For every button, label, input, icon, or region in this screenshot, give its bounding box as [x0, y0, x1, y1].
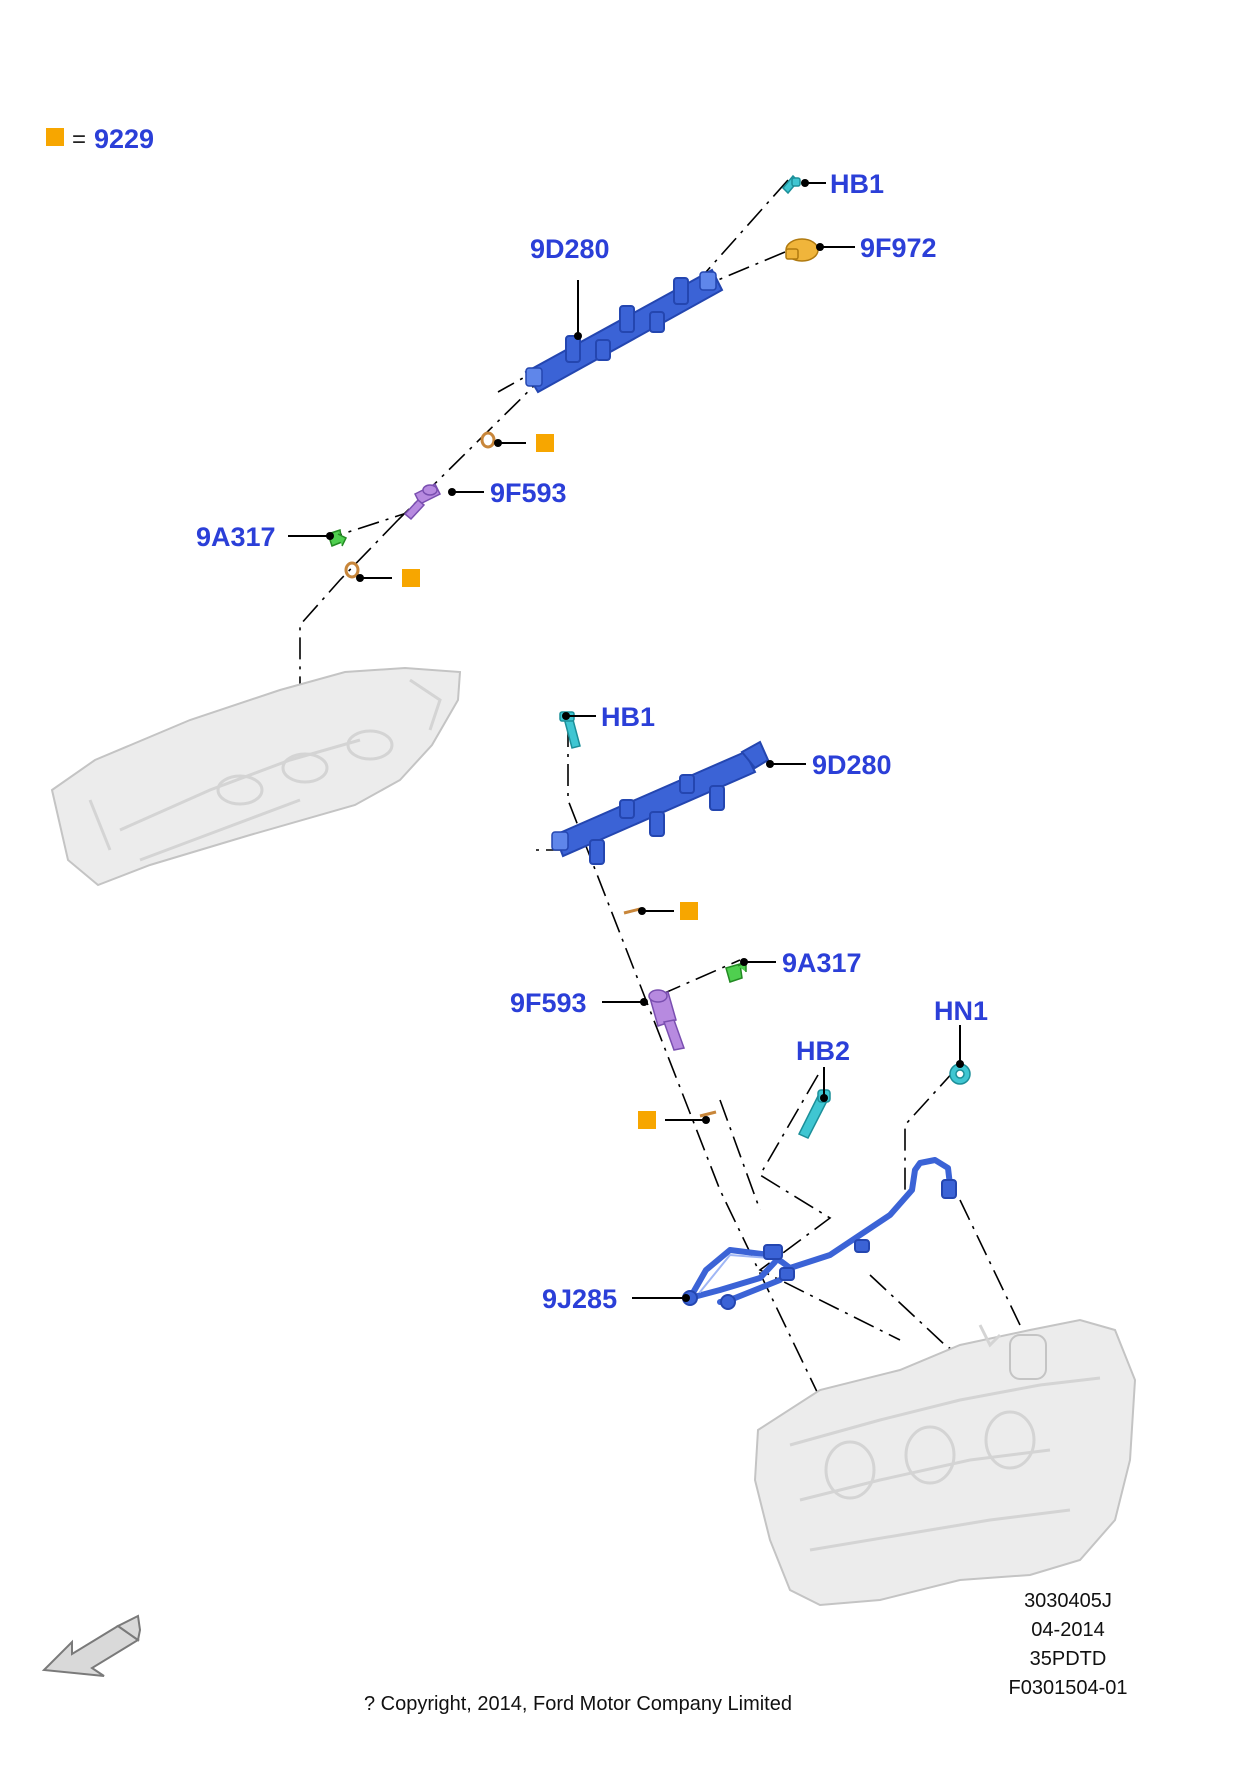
callout-hn1: HN1 — [934, 996, 988, 1026]
drawing-metadata: 3030405J 04-2014 35PDTD F0301504-01 — [1009, 1590, 1128, 1699]
callout-9a317-bottom: 9A317 — [782, 948, 862, 978]
legend-square-lower-2-icon — [638, 1111, 656, 1129]
meta-line-1: 3030405J — [1024, 1590, 1112, 1612]
injector-9f593-upper — [403, 482, 442, 521]
copyright-notice: ? Copyright, 2014, Ford Motor Company Li… — [364, 1693, 792, 1715]
fuel-rail-lower — [551, 740, 770, 865]
callout-9f593-bottom: 9F593 — [510, 988, 587, 1018]
callout-9f593-top: 9F593 — [490, 478, 567, 508]
front-direction-arrow-icon — [41, 1614, 142, 1677]
callout-9f972: 9F972 — [860, 233, 937, 263]
seal-ring-lower-1 — [623, 907, 641, 915]
meta-line-2: 04-2014 — [1031, 1619, 1104, 1641]
callout-9d280-top: 9D280 — [530, 234, 610, 264]
hb1-bolt-upper — [781, 174, 801, 195]
fuel-pipe-9j285 — [682, 1157, 957, 1310]
callout-9j285: 9J285 — [542, 1284, 617, 1314]
engine-block-lower — [753, 1318, 1137, 1607]
meta-line-4: F0301504-01 — [1009, 1677, 1128, 1699]
seal-ring-lower-2 — [699, 1110, 717, 1118]
injector-9f593-lower — [648, 989, 685, 1051]
legend-square-icon — [46, 128, 64, 146]
legend-code: 9229 — [94, 124, 154, 154]
callout-9a317-top: 9A317 — [196, 522, 276, 552]
seal-ring-upper-2 — [344, 561, 360, 579]
pressure-sensor-9f972 — [785, 238, 819, 262]
seal-ring-upper-1 — [480, 431, 496, 449]
legend-square-upper-1-icon — [536, 434, 554, 452]
legend-equals: = — [72, 126, 86, 153]
callout-9d280-bottom: 9D280 — [812, 750, 892, 780]
callout-hb1-bottom: HB1 — [601, 702, 655, 732]
meta-line-3: 35PDTD — [1030, 1648, 1107, 1670]
legend: = 9229 — [46, 124, 154, 154]
callout-hb2: HB2 — [796, 1036, 850, 1066]
upper-assembly: HB1 9D280 9F972 9F593 9A317 — [50, 169, 937, 887]
cylinder-head-upper — [50, 666, 462, 887]
legend-square-lower-1-icon — [680, 902, 698, 920]
legend-square-upper-2-icon — [402, 569, 420, 587]
lower-assembly: HB1 9D280 9A317 9F593 HN1 HB2 9J285 — [510, 702, 1137, 1607]
callout-hb1-top: HB1 — [830, 169, 884, 199]
clip-9a317-upper — [327, 529, 348, 547]
fuel-rail-upper — [524, 268, 724, 394]
